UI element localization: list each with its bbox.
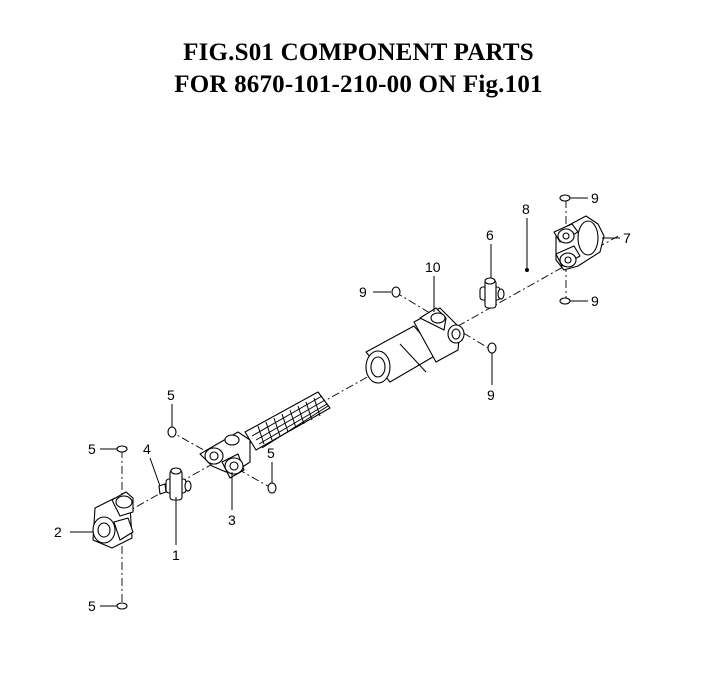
cross-spider-right	[479, 277, 505, 309]
callout-4: 4	[143, 441, 151, 457]
callout-9-bottom-right: 9	[591, 293, 599, 309]
snap-ring-9-left	[391, 286, 401, 298]
leader-lines	[70, 197, 620, 607]
grease-nipple-left	[158, 483, 167, 495]
callout-9-left: 9	[359, 284, 367, 300]
snap-ring-5-top-left	[116, 445, 128, 453]
snap-ring-5-lower	[267, 482, 277, 494]
snap-ring-9-bottom-right	[559, 297, 571, 305]
snap-ring-5-bottom-left	[116, 602, 128, 610]
ring-centerline-right	[394, 291, 496, 353]
end-yoke-left	[92, 491, 134, 549]
callout-5-lower: 5	[267, 445, 275, 461]
callout-6: 6	[486, 227, 494, 243]
snap-ring-5-upper	[167, 426, 177, 438]
figure-title-line1: FIG.S01 COMPONENT PARTS	[183, 39, 534, 66]
callout-5-bottom-left: 5	[88, 598, 96, 614]
grease-nipple-right	[525, 268, 529, 272]
callout-9-top-right: 9	[591, 190, 599, 206]
figure-title-line2: FOR 8670-101-210-00 ON Fig.101	[174, 71, 543, 98]
callout-5-upper: 5	[167, 387, 175, 403]
tube-yoke-sleeve	[365, 307, 465, 384]
snap-ring-9-top-right	[559, 194, 571, 202]
callout-5-top-left: 5	[88, 441, 96, 457]
callout-10: 10	[425, 259, 441, 275]
callout-7: 7	[623, 230, 631, 246]
cross-spider-left	[165, 467, 192, 501]
callout-8: 8	[522, 201, 530, 217]
callout-3: 3	[228, 512, 236, 528]
splined-slip-yoke	[199, 391, 331, 479]
callout-2: 2	[54, 524, 62, 540]
snap-ring-9-lower	[487, 342, 497, 354]
callout-9-lower: 9	[487, 387, 495, 403]
ring-centerline-left	[167, 429, 276, 491]
flange-yoke-right	[553, 215, 605, 271]
callout-1: 1	[172, 547, 180, 563]
